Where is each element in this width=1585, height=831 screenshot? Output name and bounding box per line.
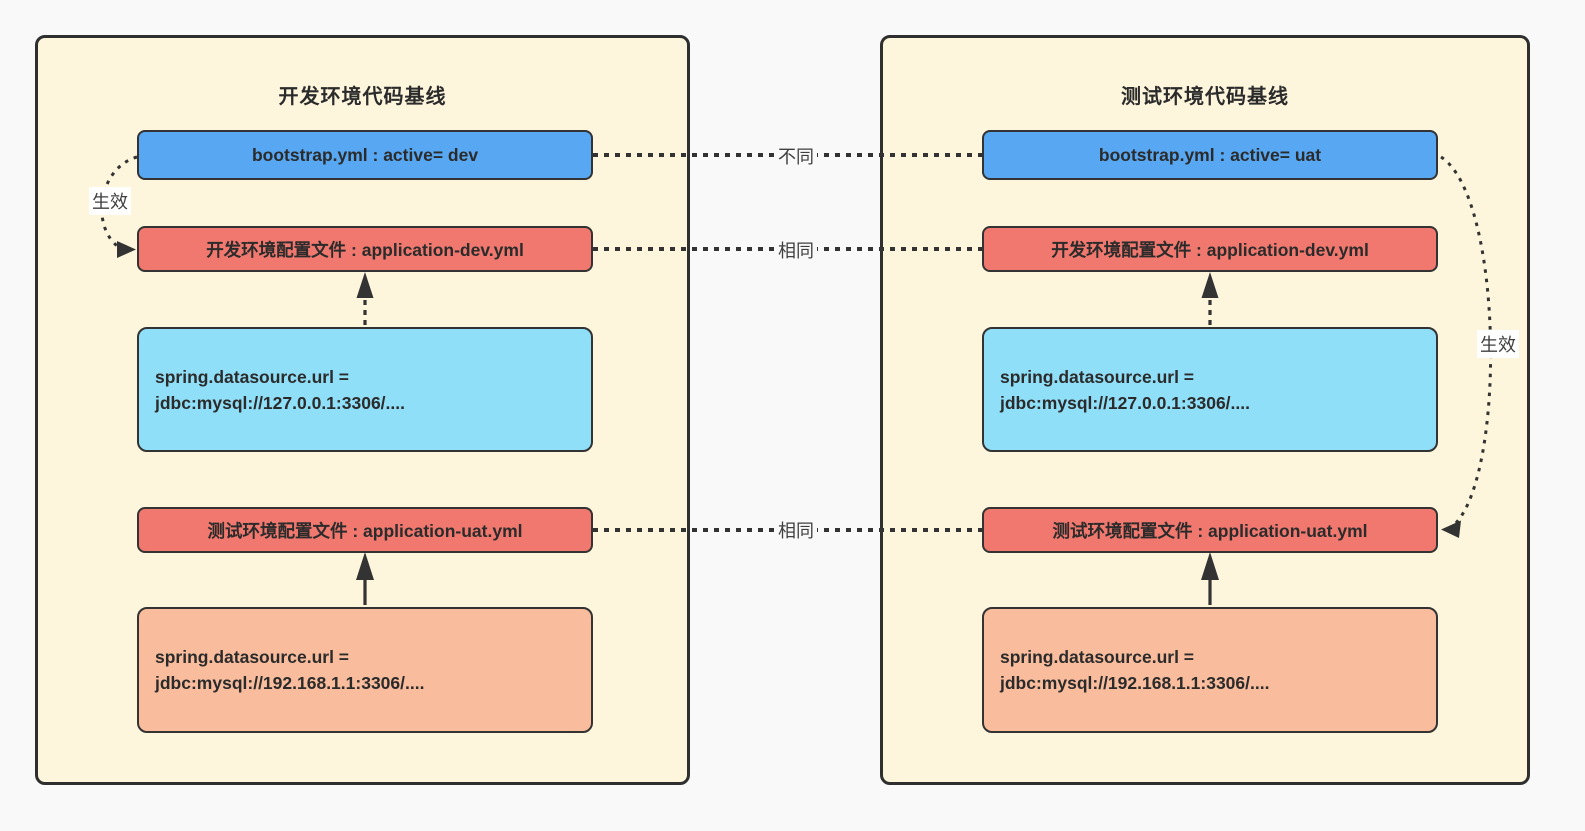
datasource-url-line: spring.datasource.url =	[1000, 366, 1195, 387]
effect-label-right: 生效	[1477, 330, 1519, 358]
uat-datasource-url-box: spring.datasource.url = jdbc:mysql://192…	[982, 607, 1438, 733]
dev-datasource-url-box: spring.datasource.url = jdbc:mysql://127…	[982, 327, 1438, 452]
uat-config-compare-label: 相同	[775, 516, 817, 544]
datasource-url-line: jdbc:mysql://127.0.0.1:3306/....	[1000, 392, 1250, 413]
effect-label-left: 生效	[89, 187, 131, 215]
bootstrap-yml-label: bootstrap.yml : active= dev	[251, 144, 479, 165]
dev-datasource-url-box: spring.datasource.url = jdbc:mysql://127…	[137, 327, 593, 452]
bootstrap-yml-box: bootstrap.yml : active= uat	[982, 130, 1438, 180]
datasource-url-line: spring.datasource.url =	[155, 366, 350, 387]
bootstrap-yml-box: bootstrap.yml : active= dev	[137, 130, 593, 180]
dev-config-file-box: 开发环境配置文件 : application-dev.yml	[137, 226, 593, 272]
panel-title: 开发环境代码基线	[278, 86, 447, 108]
bootstrap-compare-label: 不同	[775, 142, 817, 170]
uat-config-file-box: 测试环境配置文件 : application-uat.yml	[137, 507, 593, 553]
datasource-url-line: jdbc:mysql://192.168.1.1:3306/....	[1000, 673, 1270, 693]
bootstrap-yml-label: bootstrap.yml : active= uat	[1098, 144, 1322, 165]
dev-config-file-box: 开发环境配置文件 : application-dev.yml	[982, 226, 1438, 272]
dev-config-file-label: 开发环境配置文件 : application-dev.yml	[1051, 239, 1369, 260]
dev-config-file-label: 开发环境配置文件 : application-dev.yml	[206, 239, 524, 260]
uat-config-file-label: 测试环境配置文件 : application-uat.yml	[1052, 520, 1368, 541]
uat-baseline-panel: 测试环境代码基线 bootstrap.yml : active= uat 开发环…	[880, 35, 1530, 785]
datasource-url-line: spring.datasource.url =	[1000, 647, 1195, 667]
uat-config-file-label: 测试环境配置文件 : application-uat.yml	[207, 520, 523, 541]
dev-baseline-panel: 开发环境代码基线 bootstrap.yml : active= dev 开发环…	[35, 35, 690, 785]
datasource-url-line: jdbc:mysql://192.168.1.1:3306/....	[155, 673, 425, 693]
uat-config-file-box: 测试环境配置文件 : application-uat.yml	[982, 507, 1438, 553]
datasource-url-line: spring.datasource.url =	[155, 647, 350, 667]
panel-title: 测试环境代码基线	[1121, 86, 1289, 108]
datasource-url-line: jdbc:mysql://127.0.0.1:3306/....	[155, 392, 405, 413]
dev-config-compare-label: 相同	[775, 236, 817, 264]
uat-datasource-url-box: spring.datasource.url = jdbc:mysql://192…	[137, 607, 593, 733]
